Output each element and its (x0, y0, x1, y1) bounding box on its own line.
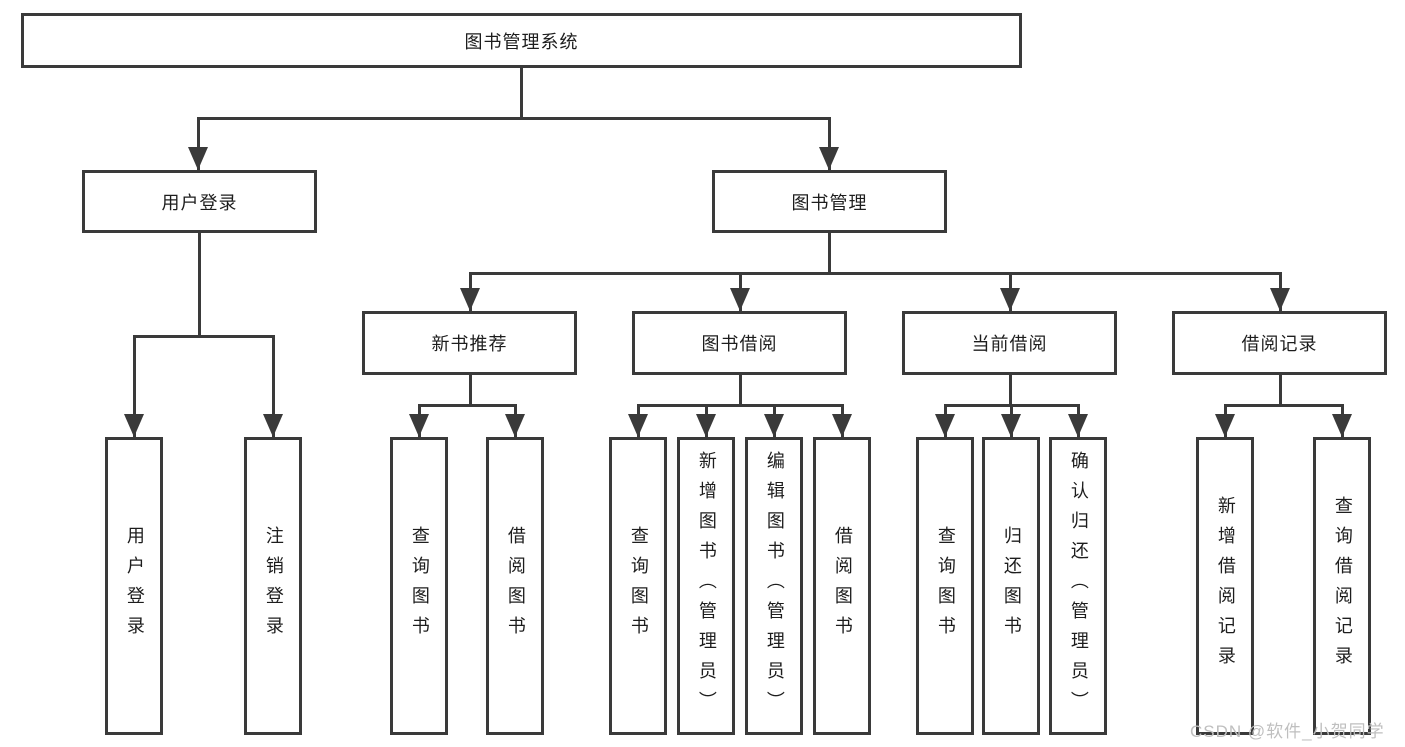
arrow-down-icon (832, 414, 852, 437)
node-user-login-label: 用户登录 (161, 192, 238, 213)
leaf-borrow-book-borrowing-label: 借阅图书 (832, 526, 853, 646)
leaf-query-book-recommend: 查询图书 (390, 437, 448, 735)
arrow-down-icon (764, 414, 784, 437)
node-book-borrowing-label: 图书借阅 (701, 334, 778, 354)
arrow-down-icon (1332, 414, 1352, 437)
arrow-down-icon (1068, 414, 1088, 437)
leaf-borrow-book-borrowing: 借阅图书 (813, 437, 871, 735)
leaf-logout: 注销登录 (244, 437, 302, 735)
arrow-down-icon (188, 147, 208, 170)
arrow-down-icon (730, 288, 750, 311)
connector-line (519, 68, 523, 120)
arrow-down-icon (1000, 288, 1020, 311)
leaf-query-book-borrowing-label: 查询图书 (628, 526, 649, 646)
connector-line (1008, 375, 1012, 407)
csdn-watermark: CSDN @软件_小贺同学 (1190, 722, 1385, 741)
node-new-book-recommend-label: 新书推荐 (431, 334, 508, 354)
leaf-add-borrow-record: 新增借阅记录 (1196, 437, 1254, 735)
arrow-down-icon (819, 147, 839, 170)
connector-line (1278, 375, 1282, 407)
leaf-user-login: 用户登录 (105, 437, 163, 735)
leaf-confirm-return-admin: 确认归还（管理员） (1049, 437, 1107, 735)
connector-line (1223, 403, 1344, 407)
connector-line (132, 336, 136, 437)
connector-line (827, 233, 831, 275)
arrow-down-icon (409, 414, 429, 437)
connector-line (196, 116, 831, 120)
leaf-logout-label: 注销登录 (263, 526, 284, 646)
arrow-down-icon (460, 288, 480, 311)
arrow-down-icon (696, 414, 716, 437)
node-current-borrowing: 当前借阅 (902, 311, 1117, 375)
arrow-down-icon (505, 414, 525, 437)
leaf-query-book-current: 查询图书 (916, 437, 974, 735)
arrow-down-icon (1001, 414, 1021, 437)
arrow-down-icon (628, 414, 648, 437)
node-library-system: 图书管理系统 (21, 13, 1022, 68)
node-user-login: 用户登录 (82, 170, 317, 233)
leaf-add-book-admin-label: 新增图书（管理员） (696, 451, 717, 721)
node-library-system-label: 图书管理系统 (464, 31, 579, 52)
leaf-return-book-label: 归还图书 (1001, 526, 1022, 646)
node-current-borrowing-label: 当前借阅 (971, 334, 1048, 354)
leaf-add-book-admin: 新增图书（管理员） (677, 437, 735, 735)
node-book-borrowing: 图书借阅 (632, 311, 847, 375)
connector-line (468, 271, 1282, 275)
connector-line (196, 118, 200, 170)
leaf-query-borrow-record: 查询借阅记录 (1313, 437, 1371, 735)
connector-line (417, 403, 517, 407)
connector-line (636, 403, 844, 407)
leaf-borrow-book-recommend: 借阅图书 (486, 437, 544, 735)
leaf-query-book-current-label: 查询图书 (935, 526, 956, 646)
leaf-query-book-recommend-label: 查询图书 (409, 526, 430, 646)
arrow-down-icon (1270, 288, 1290, 311)
arrow-down-icon (1215, 414, 1235, 437)
node-new-book-recommend: 新书推荐 (362, 311, 577, 375)
node-borrowing-records-label: 借阅记录 (1241, 334, 1318, 354)
connector-line (132, 334, 275, 338)
leaf-edit-book-admin: 编辑图书（管理员） (745, 437, 803, 735)
node-book-management: 图书管理 (712, 170, 947, 233)
leaf-edit-book-admin-label: 编辑图书（管理员） (764, 451, 785, 721)
arrow-down-icon (935, 414, 955, 437)
leaf-add-borrow-record-label: 新增借阅记录 (1215, 496, 1236, 676)
arrow-down-icon (263, 414, 283, 437)
leaf-query-borrow-record-label: 查询借阅记录 (1332, 496, 1353, 676)
connector-line (738, 375, 742, 407)
connector-line (827, 118, 831, 170)
arrow-down-icon (124, 414, 144, 437)
leaf-confirm-return-admin-label: 确认归还（管理员） (1068, 451, 1089, 721)
leaf-return-book: 归还图书 (982, 437, 1040, 735)
leaf-borrow-book-recommend-label: 借阅图书 (505, 526, 526, 646)
leaf-query-book-borrowing: 查询图书 (609, 437, 667, 735)
connector-line (468, 375, 472, 407)
connector-line (197, 233, 201, 338)
leaf-user-login-label: 用户登录 (124, 526, 145, 646)
node-book-management-label: 图书管理 (791, 192, 868, 213)
node-borrowing-records: 借阅记录 (1172, 311, 1387, 375)
connector-line (271, 336, 275, 437)
